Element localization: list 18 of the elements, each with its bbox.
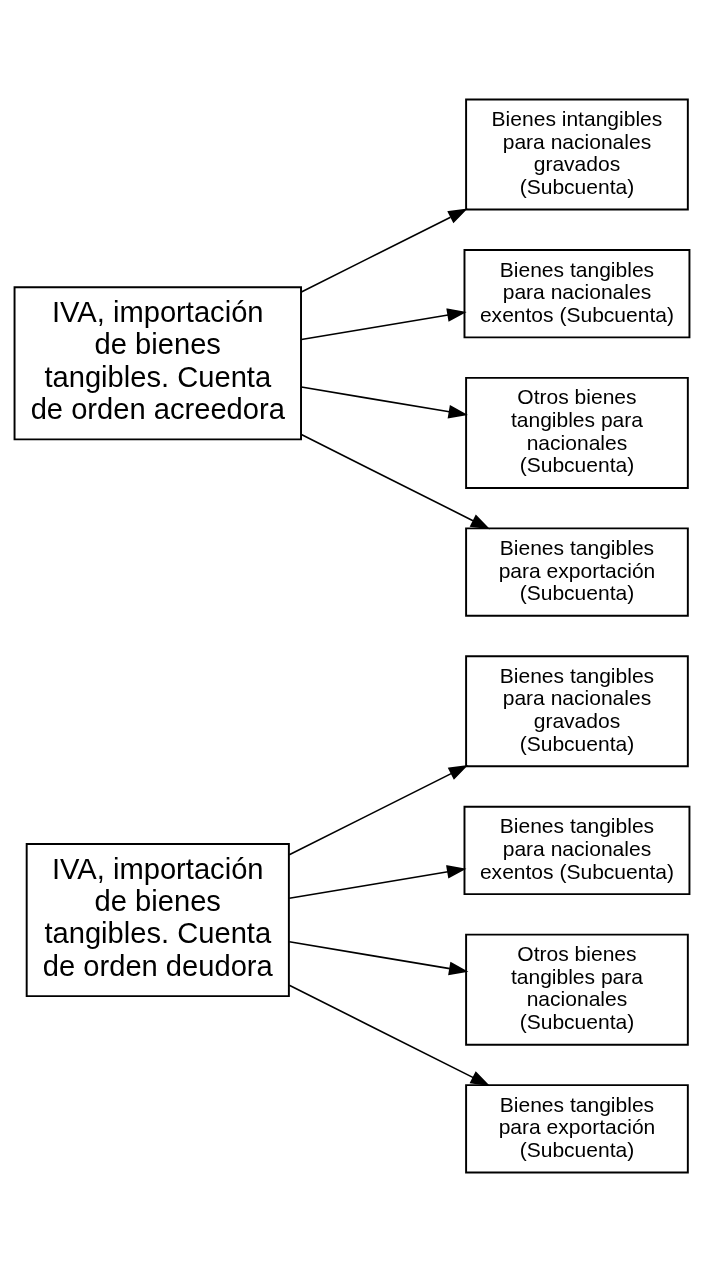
node-box: Bienes tangibles para exportación (Subcuenta) [465, 527, 689, 617]
node-box: Bienes intangibles para nacionales gravados (Subcuenta) [465, 98, 689, 211]
node-box: Otros bienes tangibles para nacionales (Subcuenta) [465, 933, 689, 1046]
arrow [300, 208, 468, 293]
node-box: IVA, importación de bienes tangibles. Cuenta de orden deudora [25, 843, 290, 998]
arrow [288, 865, 467, 900]
arrow [300, 308, 467, 341]
arrow [288, 984, 490, 1086]
node-box: Bienes tangibles para exportación (Subcuenta) [465, 1084, 689, 1174]
node-box: IVA, importación de bienes tangibles. Cuenta de orden acreedora [13, 286, 302, 441]
node-box: Otros bienes tangibles para nacionales (Subcuenta) [465, 376, 689, 489]
arrow [288, 765, 469, 856]
node-box: Bienes tangibles para nacionales exentos (Subcuenta) [463, 249, 691, 339]
arrow [300, 386, 468, 419]
arrow [288, 940, 469, 976]
node-box: Bienes tangibles para nacionales exentos (Subcuenta) [463, 805, 691, 896]
node-box: Bienes tangibles para nacionales gravados (Subcuenta) [465, 655, 689, 768]
arrow [300, 433, 491, 530]
